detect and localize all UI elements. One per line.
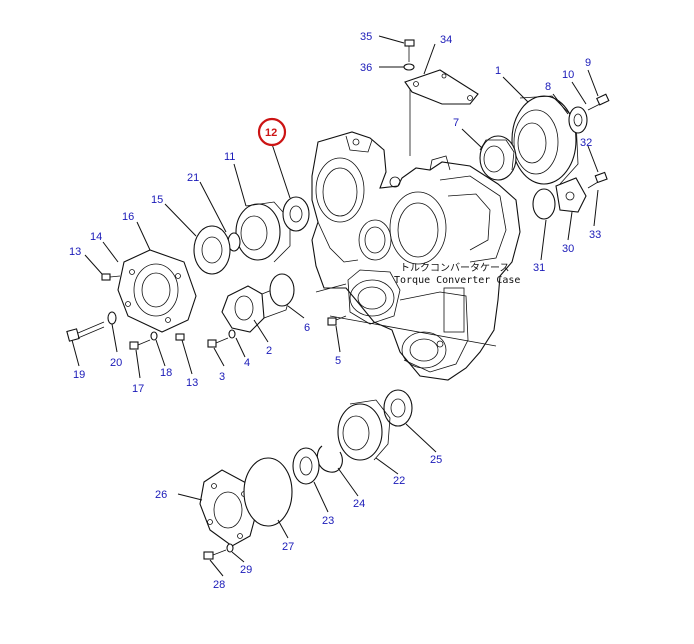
bolt-13-top	[101, 273, 121, 281]
callout-numbers: 35 34 36 1 9 10 8 12 7 11 32 21 15 16 14…	[69, 31, 601, 591]
highlight-ring	[257, 117, 287, 147]
case-label-english: Torque Converter Case	[394, 275, 520, 286]
callout-24: 24	[353, 498, 365, 510]
bearing-23	[292, 447, 320, 485]
callout-2: 2	[266, 345, 272, 357]
callout-10: 10	[562, 69, 574, 81]
callout-27: 27	[282, 541, 294, 553]
bolt-9	[587, 93, 610, 111]
callout-4: 4	[244, 357, 250, 369]
washer-8	[568, 106, 588, 134]
callout-23: 23	[322, 515, 334, 527]
callout-22: 22	[393, 475, 405, 487]
oring-31	[532, 188, 556, 220]
plate-30	[555, 177, 587, 213]
callout-7: 7	[453, 117, 459, 129]
callout-21: 21	[187, 172, 199, 184]
assembly-axis-lines	[315, 84, 497, 347]
callout-16: 16	[122, 211, 134, 223]
callout-9: 9	[585, 57, 591, 69]
gasket-27	[243, 457, 293, 527]
callout-32: 32	[580, 137, 592, 149]
cover-16	[117, 249, 197, 333]
cover-plate	[404, 69, 479, 105]
washer-29	[226, 543, 234, 553]
callout-12: 12	[265, 127, 277, 139]
cover-26	[199, 469, 257, 547]
callout-11: 11	[224, 151, 235, 163]
callout-13a: 13	[69, 246, 81, 258]
callout-36: 36	[360, 62, 372, 74]
bolt-13-bottom	[175, 333, 185, 341]
washer-4	[228, 329, 236, 339]
callout-14: 14	[90, 231, 102, 243]
callout-1: 1	[495, 65, 501, 77]
bolt-28	[203, 549, 227, 560]
bolt-17	[129, 339, 151, 350]
washer-20	[107, 311, 117, 325]
gasket-6	[269, 273, 295, 307]
bearing-12	[282, 196, 310, 232]
callout-25: 25	[430, 454, 442, 466]
washer-18	[150, 331, 158, 341]
bearing-hub	[479, 135, 517, 181]
callout-5: 5	[335, 355, 341, 367]
callout-34: 34	[440, 34, 452, 46]
leader-lines	[71, 35, 599, 577]
gear-22	[337, 399, 391, 461]
bolt-19	[66, 321, 105, 342]
gear-11	[235, 201, 291, 263]
bolt-3	[207, 337, 229, 348]
callout-31: 31	[533, 262, 545, 274]
callout-35: 35	[360, 31, 372, 43]
callout-30: 30	[562, 243, 574, 255]
bolt-5	[327, 315, 347, 326]
callout-18: 18	[160, 367, 172, 379]
torque-converter-case	[311, 131, 521, 381]
bearing-25	[383, 389, 413, 427]
callout-17: 17	[132, 383, 144, 395]
callout-33: 33	[589, 229, 601, 241]
callout-29: 29	[240, 564, 252, 576]
bearing-15	[193, 225, 231, 275]
callout-15: 15	[151, 194, 163, 206]
callout-19: 19	[73, 369, 85, 381]
callout-20: 20	[110, 357, 122, 369]
callout-6: 6	[304, 322, 310, 334]
bolt	[403, 39, 415, 71]
case-label-japanese: トルクコンバータケース	[400, 262, 510, 274]
callout-13b: 13	[186, 377, 198, 389]
large-gear	[511, 95, 579, 185]
bolt-32	[587, 171, 608, 189]
snapring-24	[316, 445, 343, 473]
callout-26: 26	[155, 489, 167, 501]
callout-3: 3	[219, 371, 225, 383]
callout-28: 28	[213, 579, 225, 591]
callout-8: 8	[545, 81, 551, 93]
